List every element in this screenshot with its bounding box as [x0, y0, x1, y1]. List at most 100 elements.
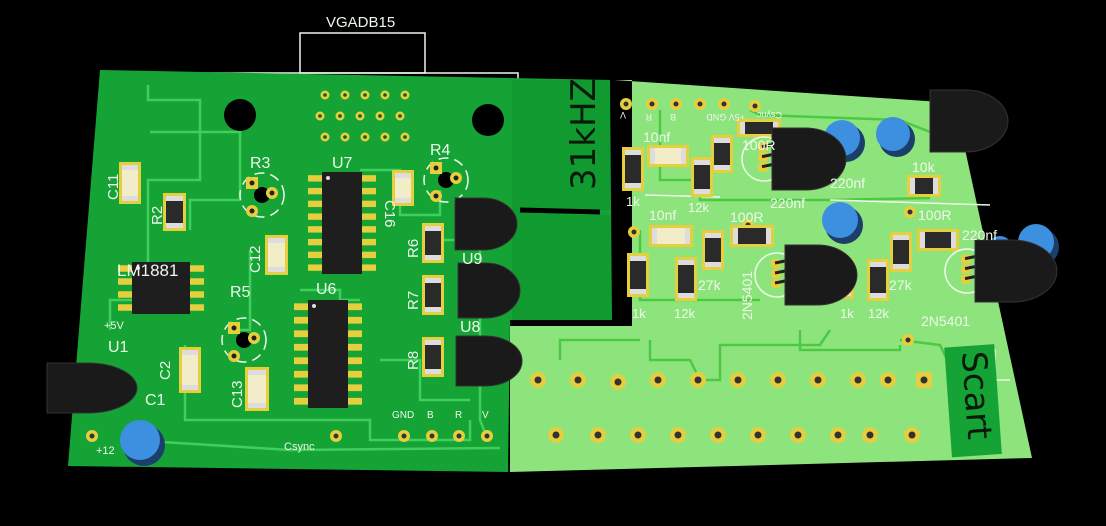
resistor-10k [907, 175, 941, 197]
value-1k: 1k [632, 306, 646, 321]
smd-body [630, 256, 646, 294]
value-10nf: 10nf [649, 207, 676, 223]
through-hole-pad [650, 372, 666, 388]
resistor-12k [675, 257, 697, 301]
ic-pin [362, 238, 376, 246]
rheader-csync: Csync [756, 110, 782, 120]
ic-pin [362, 226, 376, 233]
header-label-v: V [482, 410, 489, 421]
ic-pin [348, 330, 362, 338]
transistor-2n5401: 2N5401 [921, 313, 970, 329]
pad-hole [552, 431, 560, 439]
ic-pin [348, 316, 362, 324]
pin1-marker [326, 176, 330, 180]
label-u8: U8 [460, 319, 481, 336]
through-hole-pad [916, 372, 932, 388]
label-r5: R5 [230, 284, 251, 301]
smd-terminal [714, 138, 730, 143]
label-r7: R7 [405, 291, 422, 310]
pad-hole [433, 165, 439, 171]
smd-terminal [268, 238, 285, 243]
ic-pin [362, 187, 376, 195]
smd-terminal [870, 293, 886, 298]
through-hole-pad [770, 372, 786, 388]
scart-label-pad [944, 344, 1002, 458]
value-100r: 100R [742, 137, 775, 153]
ic-pin [118, 278, 132, 285]
lm1881-label: LM1881 [117, 261, 178, 280]
through-hole-pad [904, 427, 920, 443]
trimmer-outline [423, 157, 469, 203]
resistor-12k [691, 157, 713, 197]
pad-hole [714, 431, 722, 439]
pad-hole [866, 431, 874, 439]
through-hole-pad [570, 372, 586, 388]
smd-terminal [248, 403, 266, 408]
ic-pin [362, 251, 376, 259]
smd-body [395, 173, 411, 203]
pad-hole [794, 431, 802, 439]
pad-hole [674, 431, 682, 439]
pad-hole [534, 376, 542, 384]
smd-body [425, 340, 441, 374]
pad-hole [673, 101, 679, 107]
pad-hole [484, 433, 490, 439]
ic-pin [362, 175, 376, 182]
db15-pin-hole [343, 93, 347, 97]
pad-hole [453, 175, 459, 181]
ic-pin [348, 303, 362, 311]
right-board-labels: V R B +5V GND Csync 10nf 10nf 1k 12k 1k … [620, 110, 997, 329]
smd-terminal [395, 173, 411, 178]
label-c2: C2 [157, 361, 174, 380]
pad-hole [614, 378, 622, 386]
value-220nf: 220nf [830, 175, 865, 191]
label-u7: U7 [332, 155, 353, 172]
smd-body [248, 370, 266, 408]
label-5v: +5V [104, 320, 125, 332]
through-hole-pad [530, 372, 546, 388]
smd-terminal [685, 228, 690, 244]
ic-pin [308, 187, 322, 195]
ic-u6 [294, 300, 362, 408]
smd-terminal [910, 178, 915, 194]
ic-pin [348, 357, 362, 365]
smd-terminal [630, 256, 646, 261]
pad-hole [649, 101, 655, 107]
through-hole-pad [670, 427, 686, 443]
pad-hole [694, 376, 702, 384]
through-hole-pad [710, 427, 726, 443]
ic-pin [294, 316, 308, 324]
value-1k: 1k [840, 306, 854, 321]
ic-pin [190, 278, 204, 285]
smd-terminal [740, 122, 745, 134]
label-u9: U9 [462, 251, 483, 268]
label-r2: R2 [149, 206, 166, 225]
transistor-edge [784, 244, 858, 306]
label-c12: C12 [247, 245, 264, 273]
capacitor-top [876, 117, 910, 151]
value-10k: 10k [912, 159, 936, 175]
pad-hole [752, 103, 758, 109]
value-100r: 100R [730, 209, 763, 225]
transistor-edge [454, 197, 518, 251]
trimmer-outline [221, 317, 267, 363]
smd-body [425, 226, 441, 260]
ic-pin [348, 384, 362, 392]
transistor-u8 [455, 335, 523, 387]
smd-body [910, 178, 938, 194]
ic-pin [348, 397, 362, 405]
smd-terminal [705, 233, 721, 238]
pad-hole [721, 101, 727, 107]
pin1-marker [136, 266, 140, 270]
label-u1: U1 [108, 339, 129, 356]
smd-body [705, 233, 721, 267]
header-label-b: B [427, 410, 434, 421]
value-12k: 12k [688, 200, 709, 215]
smd-body [650, 148, 686, 164]
ic-pin [308, 213, 322, 220]
ic-pin [362, 264, 376, 271]
smd-body [733, 228, 771, 244]
value-220nf: 220nf [770, 195, 805, 211]
transistor-body [47, 363, 137, 413]
resistor-1k [627, 253, 649, 297]
